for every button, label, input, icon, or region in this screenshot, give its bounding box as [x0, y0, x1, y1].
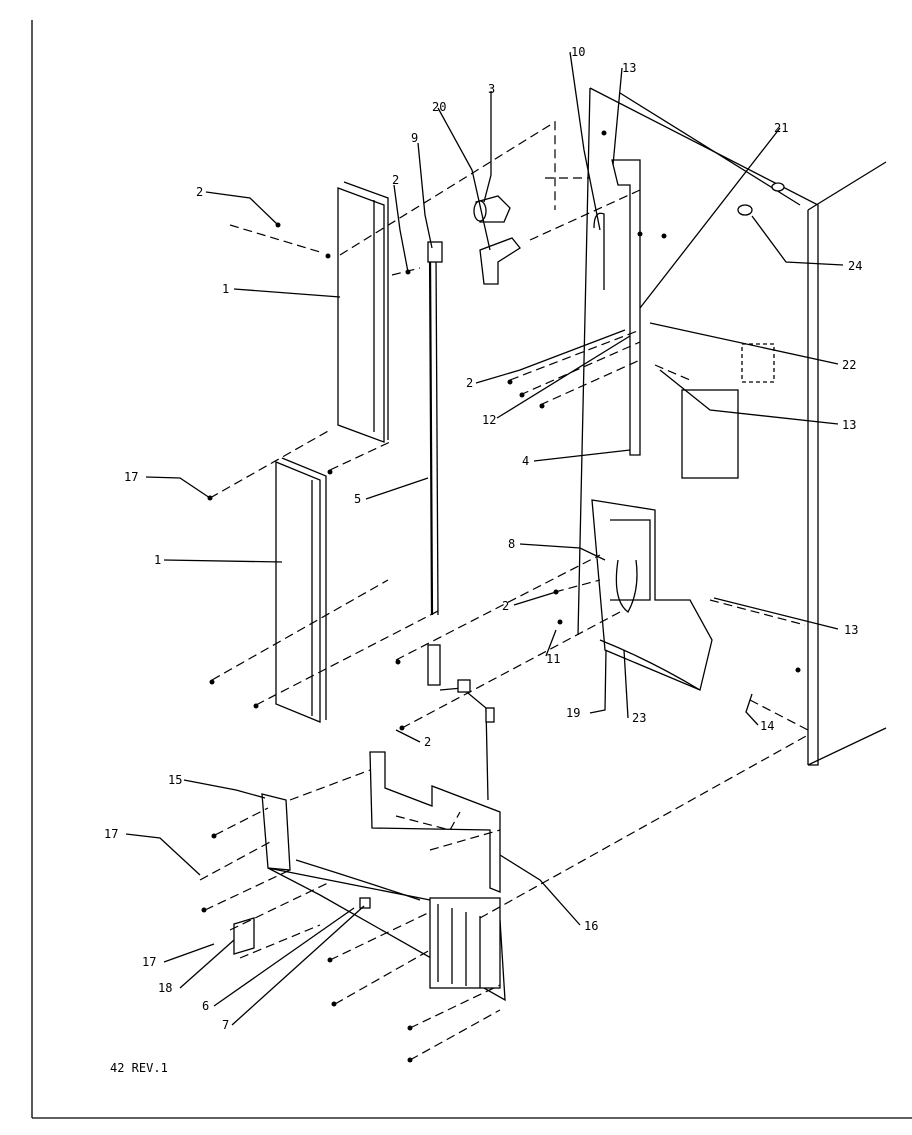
callout-label: 9 [411, 131, 418, 145]
callout-label: 2 [502, 599, 509, 613]
grommet-24b [737, 204, 753, 216]
callout-label: 12 [482, 413, 496, 427]
cover-part-16 [369, 751, 501, 893]
valve-bracket [610, 519, 651, 601]
cabinet-side-bottom [807, 727, 887, 766]
label-rectangle-small [741, 343, 775, 383]
callout-label: 22 [842, 358, 856, 372]
callout-label: 13 [842, 418, 856, 432]
callout-label: 10 [571, 45, 585, 59]
tray-part-15 [261, 793, 506, 1002]
callout-label: 1 [154, 553, 161, 567]
callout-label: 15 [168, 773, 182, 787]
label-rectangle-large [681, 389, 739, 479]
callout-label: 3 [488, 82, 495, 96]
callout-label: 20 [432, 100, 446, 114]
drain-tube [599, 639, 701, 691]
side-panel-lower-part-1 [275, 457, 327, 723]
callout-label: 5 [354, 492, 361, 506]
side-panel-upper-part-1 [337, 181, 389, 443]
cabinet-side-top [807, 161, 887, 211]
cabinet-inner-top-edge [619, 92, 801, 206]
callout-label: 2 [424, 735, 431, 749]
grommet-24 [771, 182, 785, 192]
clip-part-7 [359, 897, 371, 909]
callout-labels: 2 1 2 9 20 3 10 13 21 24 22 2 12 13 4 17… [104, 45, 862, 1032]
callout-label: 17 [142, 955, 156, 969]
callout-label: 18 [158, 981, 172, 995]
callout-label: 16 [584, 919, 598, 933]
lower-compartment [591, 499, 713, 691]
callout-label: 4 [522, 454, 529, 468]
grille-part-16 [429, 897, 501, 989]
callout-label: 14 [760, 719, 774, 733]
callout-label: 17 [104, 827, 118, 841]
coil-tubing [615, 559, 638, 613]
callout-label: 6 [202, 999, 209, 1013]
callout-label: 19 [566, 706, 580, 720]
bracket-part-3 [473, 195, 511, 223]
callout-label: 2 [196, 185, 203, 199]
cabinet-back-top-edge [589, 87, 819, 766]
callout-leaders [125, 51, 844, 1026]
cabinet-left-edge [577, 87, 591, 636]
callout-label: 24 [848, 259, 862, 273]
callout-label: 17 [124, 470, 138, 484]
callout-label: 7 [222, 1018, 229, 1032]
callout-label: 2 [466, 376, 473, 390]
assembly-lines [199, 120, 809, 1061]
callout-label: 2 [392, 173, 399, 187]
revision-label: 42 REV.1 [110, 1061, 168, 1075]
callout-label: 1 [222, 282, 229, 296]
rod-part-5 [427, 241, 495, 801]
callout-label: 23 [632, 711, 646, 725]
bracket-part-20 [479, 237, 521, 285]
callout-label: 8 [508, 537, 515, 551]
callout-label: 13 [844, 623, 858, 637]
foot-part-18 [233, 917, 255, 955]
vertical-rail-part-4 [611, 159, 641, 456]
callout-label: 21 [774, 121, 788, 135]
callout-label: 13 [622, 61, 636, 75]
callout-label: 11 [546, 652, 560, 666]
cabinet-assembly [577, 87, 887, 766]
